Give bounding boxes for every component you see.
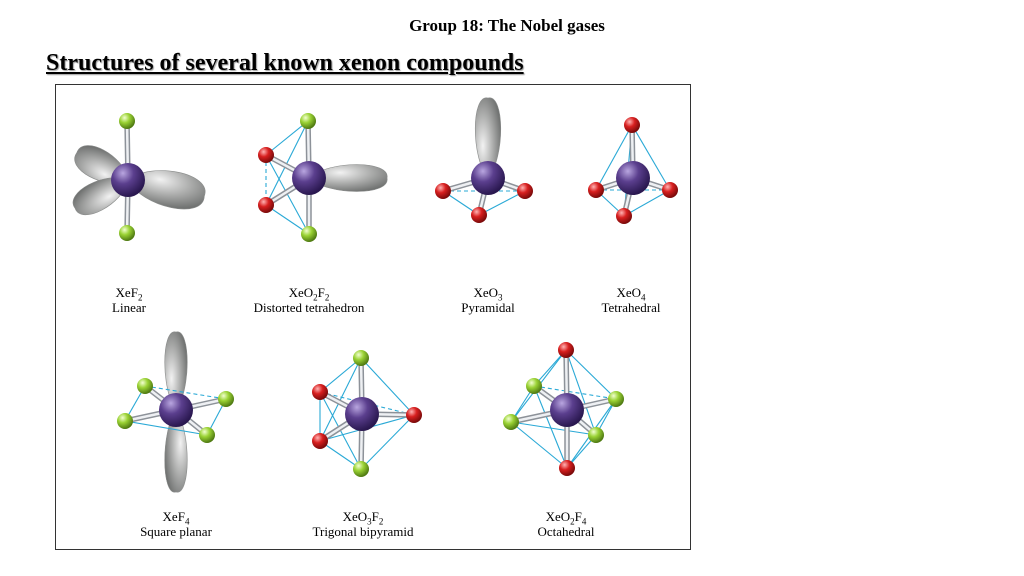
oxygen-atom bbox=[406, 407, 422, 423]
fluorine-atom bbox=[526, 378, 542, 394]
slide-title: Structures of several known xenon compou… bbox=[46, 50, 524, 76]
fluorine-atom bbox=[137, 378, 153, 394]
formula: XeO2F4 bbox=[545, 509, 587, 527]
fluorine-atom bbox=[608, 391, 624, 407]
xenon-atom bbox=[471, 161, 505, 195]
polyhedron-edge bbox=[360, 414, 415, 470]
formula: XeO2F2 bbox=[288, 285, 330, 303]
lone-pair-lobe bbox=[475, 97, 501, 179]
polyhedron-edge bbox=[124, 420, 208, 436]
xenon-atom bbox=[345, 397, 379, 431]
polyhedron-edge bbox=[265, 204, 310, 235]
oxygen-atom bbox=[312, 433, 328, 449]
molecule-caption: XeF4 Square planar bbox=[91, 509, 261, 539]
fluorine-atom bbox=[199, 427, 215, 443]
formula: XeF2 bbox=[115, 285, 143, 303]
molecule-caption: XeO2F2 Distorted tetrahedron bbox=[224, 285, 394, 315]
formula: XeF4 bbox=[162, 509, 190, 527]
oxygen-atom bbox=[588, 182, 604, 198]
fluorine-atom bbox=[588, 427, 604, 443]
xenon-atom bbox=[159, 393, 193, 427]
lone-pair-lobe bbox=[127, 170, 206, 210]
fluorine-atom bbox=[300, 113, 316, 129]
fluorine-atom bbox=[119, 113, 135, 129]
header-title: Group 18: The Nobel gases bbox=[409, 16, 605, 35]
fluorine-atom bbox=[218, 391, 234, 407]
molecule-caption: XeO3F2 Trigonal bipyramid bbox=[278, 509, 448, 539]
fluorine-atom bbox=[353, 461, 369, 477]
oxygen-atom bbox=[559, 460, 575, 476]
polyhedron-edge bbox=[319, 440, 362, 470]
fluorine-atom bbox=[119, 225, 135, 241]
oxygen-atom bbox=[471, 207, 487, 223]
polyhedron-edge bbox=[595, 124, 633, 191]
oxygen-atom bbox=[517, 183, 533, 199]
molecule-diagram bbox=[72, 97, 678, 493]
xenon-atom bbox=[111, 163, 145, 197]
oxygen-atom bbox=[258, 197, 274, 213]
polyhedron-edge bbox=[565, 349, 597, 436]
molecule-caption: XeO4 Tetrahedral bbox=[546, 285, 716, 315]
oxygen-atom bbox=[258, 147, 274, 163]
lone-pair-lobe bbox=[164, 331, 188, 411]
molecule-caption: XeF2 Linear bbox=[44, 285, 214, 315]
polyhedron-edge bbox=[319, 391, 415, 416]
fluorine-atom bbox=[503, 414, 519, 430]
shape-name: Tetrahedral bbox=[601, 300, 661, 315]
polyhedron-edge bbox=[533, 349, 567, 387]
oxygen-atom bbox=[662, 182, 678, 198]
fluorine-atom bbox=[353, 350, 369, 366]
formula: XeO4 bbox=[616, 285, 646, 303]
polyhedron-edge bbox=[565, 349, 617, 400]
shape-name: Pyramidal bbox=[461, 300, 515, 315]
fluorine-atom bbox=[301, 226, 317, 242]
molecule-caption: XeO2F4 Octahedral bbox=[481, 509, 651, 539]
polyhedron-edge bbox=[319, 357, 362, 393]
oxygen-atom bbox=[616, 208, 632, 224]
oxygen-atom bbox=[558, 342, 574, 358]
xenon-atom bbox=[616, 161, 650, 195]
polyhedron-edge bbox=[360, 357, 415, 416]
lone-pair-lobe bbox=[308, 164, 388, 192]
formula: XeO3F2 bbox=[342, 509, 384, 527]
figure-frame: XeF2 Linear XeO2F2 Distorted tetrahedron… bbox=[55, 84, 691, 550]
formula: XeO3 bbox=[473, 285, 503, 303]
polyhedron-edge bbox=[510, 421, 597, 436]
polyhedron-edge bbox=[265, 120, 309, 156]
polyhedron-edge bbox=[533, 385, 568, 469]
polyhedron-edge bbox=[623, 189, 671, 217]
shape-name: Trigonal bipyramid bbox=[312, 524, 414, 539]
oxygen-atom bbox=[624, 117, 640, 133]
xenon-atom bbox=[292, 161, 326, 195]
polyhedron-edge bbox=[631, 124, 671, 191]
shape-name: Octahedral bbox=[537, 524, 595, 539]
polyhedron-edge bbox=[265, 120, 309, 206]
shape-name: Square planar bbox=[140, 524, 212, 539]
oxygen-atom bbox=[435, 183, 451, 199]
oxygen-atom bbox=[312, 384, 328, 400]
xenon-atom bbox=[550, 393, 584, 427]
molecule-caption: XeO3 Pyramidal bbox=[403, 285, 573, 315]
shape-name: Distorted tetrahedron bbox=[253, 300, 365, 315]
fluorine-atom bbox=[117, 413, 133, 429]
polyhedron-edge bbox=[319, 357, 362, 442]
polyhedron-edge bbox=[478, 190, 526, 216]
shape-name: Linear bbox=[112, 300, 146, 315]
polyhedron-edge bbox=[510, 421, 568, 469]
